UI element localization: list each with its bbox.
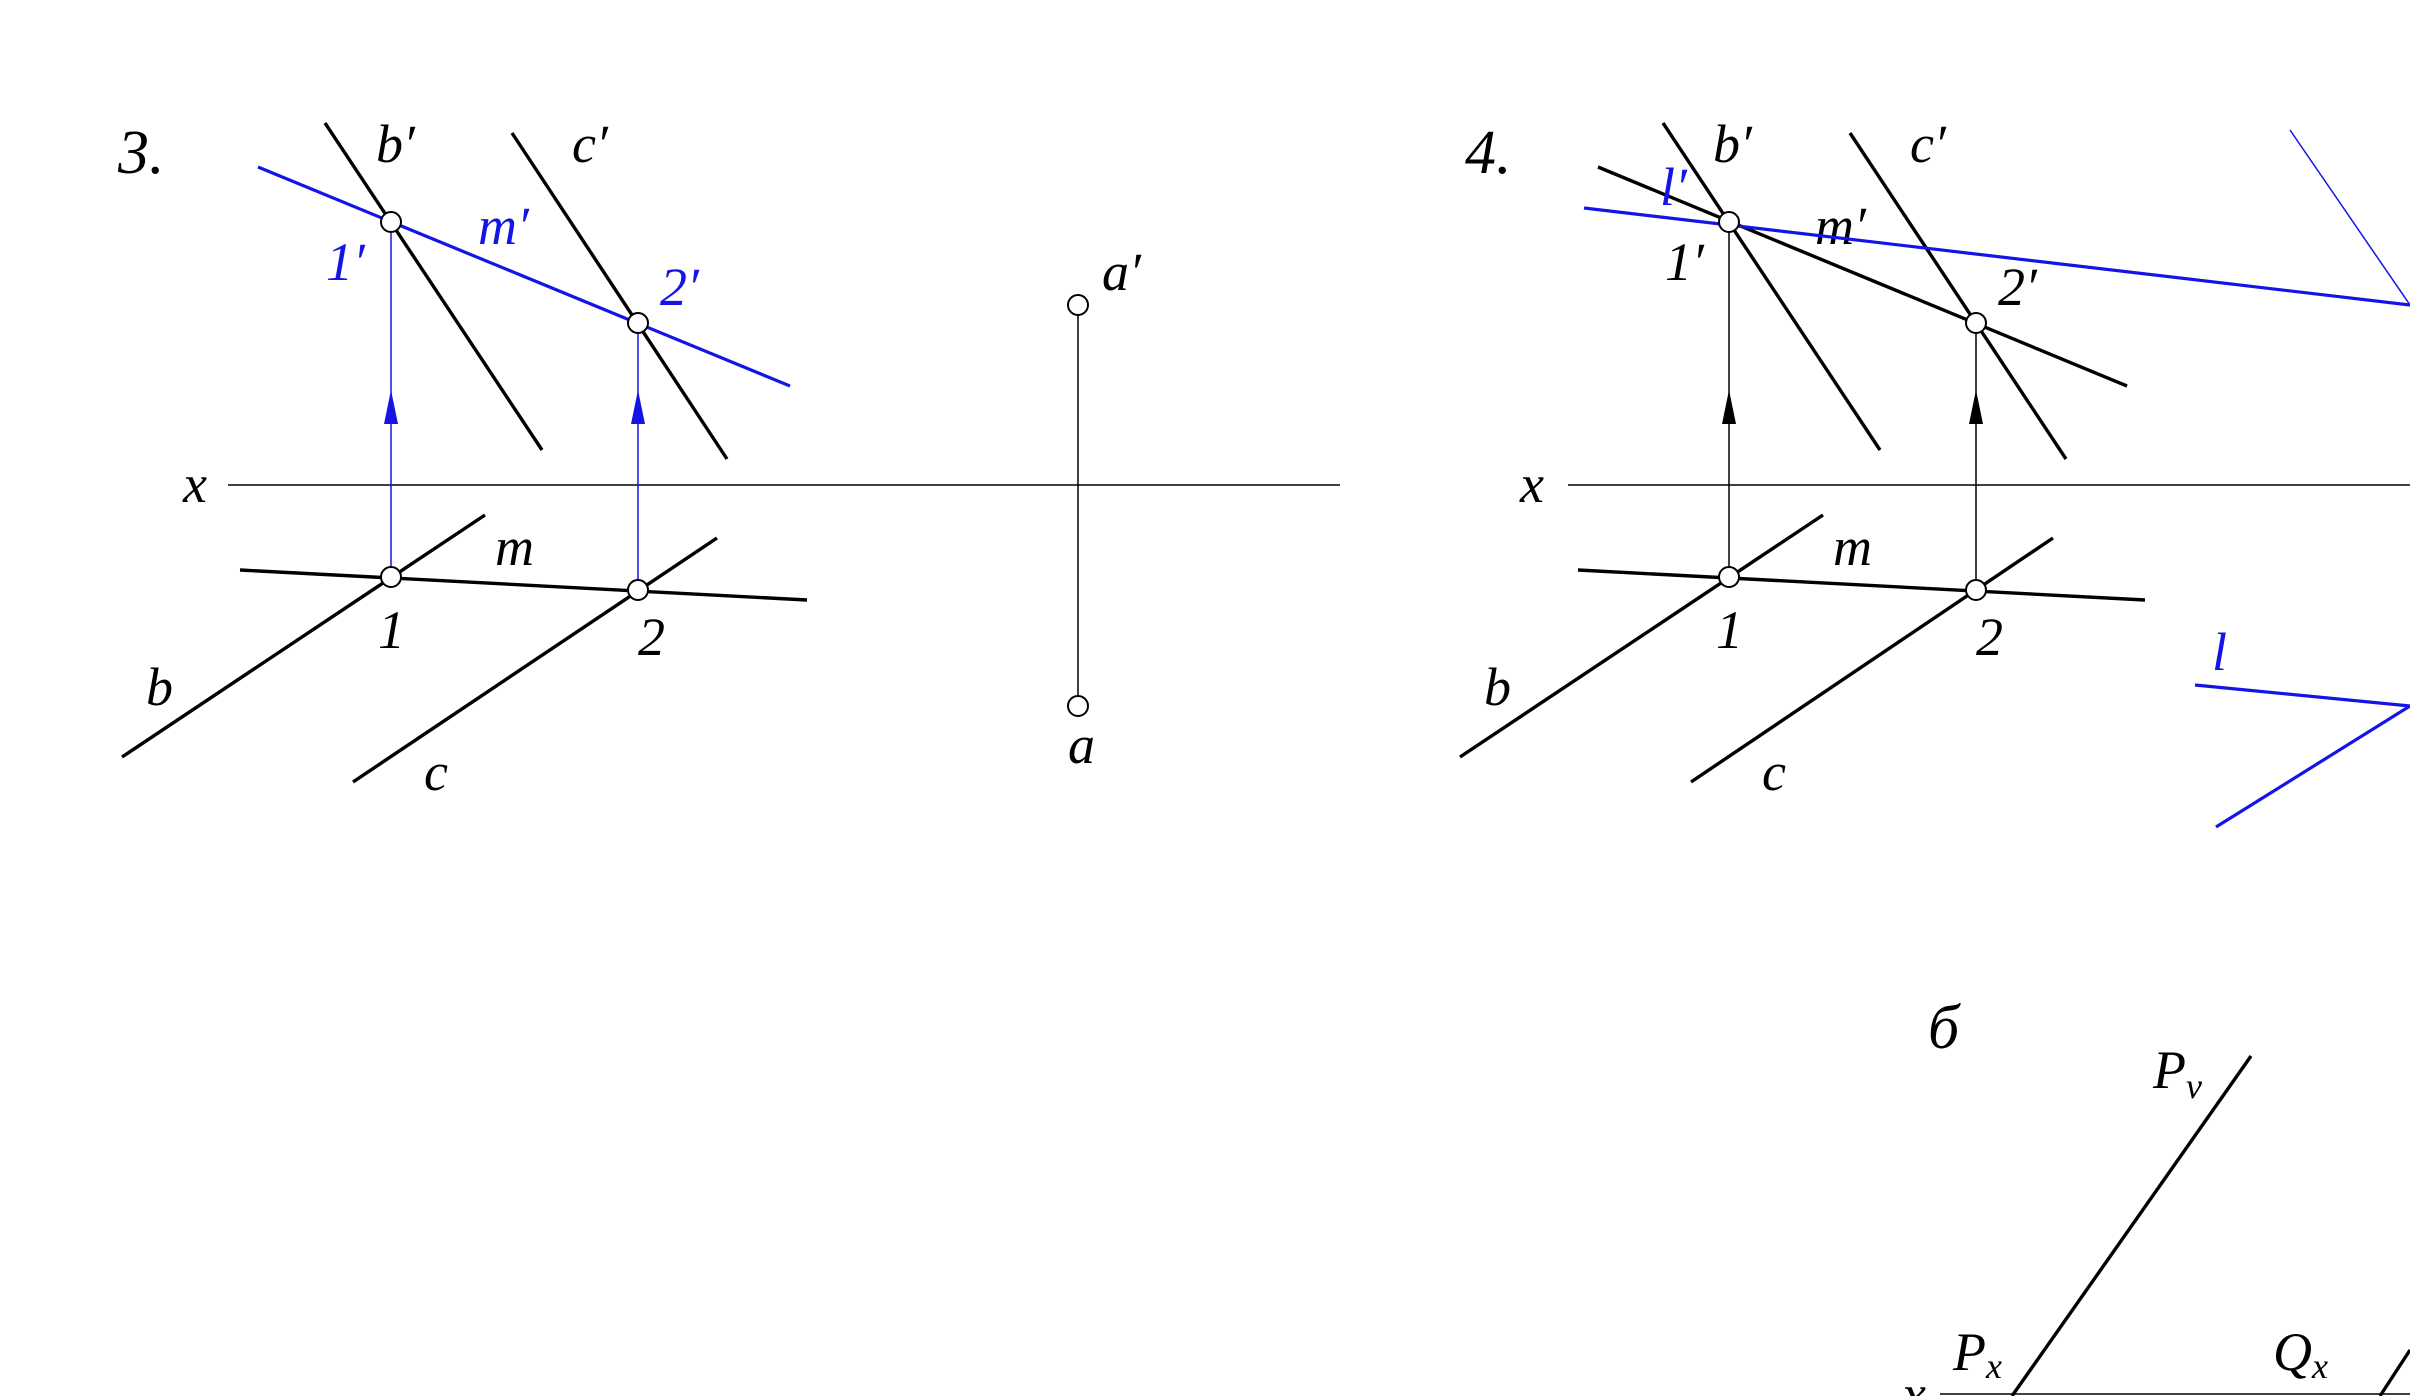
label-1-3: 1 xyxy=(378,600,405,660)
line-b-prime-4 xyxy=(1661,122,1882,451)
line-l-4 xyxy=(2194,683,2410,708)
label-px-sub: x xyxy=(1985,1346,2002,1386)
label-a-3: a xyxy=(1068,715,1095,775)
point-2-3 xyxy=(627,579,649,601)
label-pv-sub: v xyxy=(2186,1066,2202,1106)
problem-b: б Pv Px Qx x xyxy=(1901,994,2410,1396)
arrow-1-4 xyxy=(1722,390,1736,424)
problem-4: 4. x b′ c′ m′ 1′ 2′ m 1 2 b c l′ l xyxy=(1459,114,2410,829)
label-qx-main: Q xyxy=(2273,1322,2312,1382)
problem-b-label: б xyxy=(1928,994,1961,1062)
line-l-ray-4 xyxy=(2215,704,2410,829)
arrow-2-4 xyxy=(1969,390,1983,424)
label-b-prime-4: b′ xyxy=(1713,114,1753,174)
label-l-prime-4: l′ xyxy=(1660,157,1688,217)
label-2-4: 2 xyxy=(1976,607,2003,667)
label-1-prime-3: 1′ xyxy=(326,232,366,292)
label-b-4: b xyxy=(1484,657,1511,717)
label-m-prime-4: m′ xyxy=(1815,196,1867,256)
label-pv-main: P xyxy=(2152,1040,2186,1100)
label-qx-sub: x xyxy=(2311,1346,2328,1386)
line-l-prime-4 xyxy=(1583,206,2410,307)
line-b-prime-3 xyxy=(323,122,544,451)
axis-x-label-3: x xyxy=(182,454,207,514)
line-b-4 xyxy=(1459,513,1824,759)
line-m-4 xyxy=(1577,568,2146,602)
point-a-prime-3 xyxy=(1067,294,1089,316)
point-1-4 xyxy=(1718,566,1740,588)
label-c-4: c xyxy=(1762,742,1786,802)
line-m-prime-4 xyxy=(1597,165,2128,388)
trace-qv xyxy=(2378,1349,2410,1396)
point-2-prime-3 xyxy=(627,312,649,334)
line-m-prime-3 xyxy=(257,165,791,388)
problem-4-number: 4. xyxy=(1465,119,1512,187)
point-a-3 xyxy=(1067,695,1089,717)
line-c-prime-4 xyxy=(1848,132,2068,460)
problem-3-number: 3. xyxy=(117,119,165,187)
line-c-4 xyxy=(1690,536,2054,784)
label-b-3: b xyxy=(146,657,173,717)
label-c-prime-4: c′ xyxy=(1910,114,1947,174)
label-l-4: l xyxy=(2212,622,2227,682)
label-2-3: 2 xyxy=(638,607,665,667)
problem-3: 3. x b′ c′ m′ 1′ 2′ m 1 2 b c a′ a xyxy=(117,114,1340,802)
line-m-3 xyxy=(239,568,808,602)
line-b-3 xyxy=(121,513,486,759)
line-c-3 xyxy=(352,536,718,784)
label-px-main: P xyxy=(1952,1322,1986,1382)
label-1-4: 1 xyxy=(1716,600,1743,660)
label-m-3: m xyxy=(495,517,534,577)
label-c-prime-3: c′ xyxy=(572,114,609,174)
label-2-prime-3: 2′ xyxy=(660,257,700,317)
label-m-4: m xyxy=(1833,517,1872,577)
point-1-prime-4 xyxy=(1718,211,1740,233)
label-b-prime-3: b′ xyxy=(376,114,416,174)
axis-x-label-4: x xyxy=(1519,454,1544,514)
trace-pv xyxy=(2010,1055,2253,1396)
arrow-1-3 xyxy=(384,390,398,424)
label-px: Px xyxy=(1952,1322,2002,1386)
point-1-3 xyxy=(380,566,402,588)
line-l-prime-ray-4 xyxy=(2289,129,2410,306)
line-c-prime-3 xyxy=(510,132,729,460)
axis-x-label-b: x xyxy=(1901,1364,1926,1396)
label-1-prime-4: 1′ xyxy=(1665,232,1705,292)
arrow-2-3 xyxy=(631,390,645,424)
label-pv: Pv xyxy=(2152,1040,2202,1106)
label-qx: Qx xyxy=(2273,1322,2328,1386)
point-2-4 xyxy=(1965,579,1987,601)
label-m-prime-3: m′ xyxy=(478,196,530,256)
label-2-prime-4: 2′ xyxy=(1998,257,2038,317)
point-1-prime-3 xyxy=(380,211,402,233)
label-a-prime-3: a′ xyxy=(1102,242,1142,302)
label-c-3: c xyxy=(424,742,448,802)
point-2-prime-4 xyxy=(1965,312,1987,334)
